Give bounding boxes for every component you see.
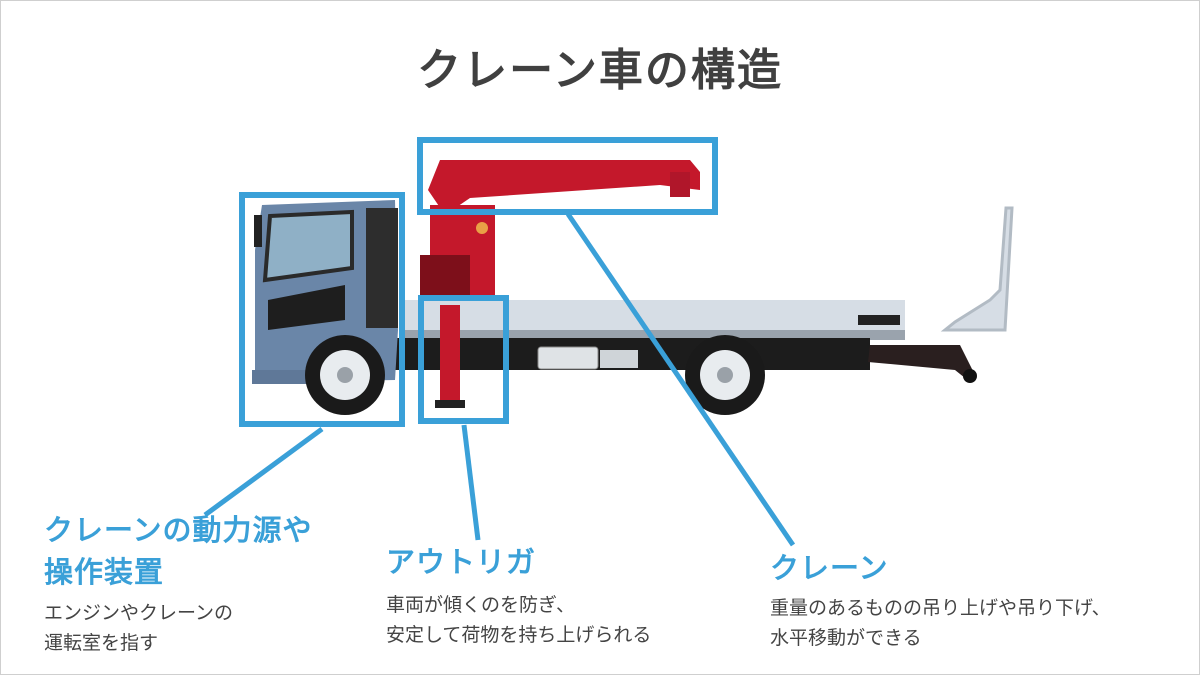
cab-callout-heading: クレーンの動力源や 操作装置 [44,509,313,593]
cab-heading-line-1: クレーンの動力源や [44,513,313,547]
bed-sign [858,315,900,325]
crane-desc-line-1: 重量のあるものの吊り上げや吊り下げ、 [770,597,1111,619]
outrigger-leg [440,305,460,400]
cab-side-panel [366,208,398,328]
cab-desc-line-1: エンジンやクレーンの [44,602,234,624]
cab-desc-line-2: 運転室を指す [44,632,159,654]
crane-callout-description: 重量のあるものの吊り上げや吊り下げ、 水平移動ができる [770,593,1111,653]
cab-window [262,209,354,283]
tow-arm [868,345,975,382]
outrigger-highlight-box [418,295,509,424]
outrigger-callout-heading: アウトリガ [386,541,536,583]
rear-wheel [685,335,765,415]
boom-tip [670,172,690,197]
toolbox [600,350,638,368]
rear-ramp [940,206,1014,332]
outrigger-connector-line [461,424,481,541]
crane-base [420,255,470,300]
crane-connector-line [565,212,796,547]
crane-indicator [476,222,488,234]
crane-desc-line-2: 水平移動ができる [770,627,922,649]
crane-boom [428,160,700,215]
crane-callout-heading: クレーン [770,547,889,589]
tow-wheel [963,369,977,383]
bumper [252,370,312,384]
loading-bed [400,300,905,330]
mirror [254,215,262,247]
page-title: クレーン車の構造 [417,45,783,96]
outrigger-desc-line-2: 安定して荷物を持ち上げられる [386,624,652,646]
boom-highlight-box [417,137,718,215]
cab-highlight-box [239,192,405,427]
outrigger-heading-line-1: アウトリガ [386,545,537,579]
crane-heading-line-1: クレーン [770,551,889,585]
cab-heading-line-2: 操作装置 [44,555,165,589]
front-wheel [305,335,385,415]
outrigger-desc-line-1: 車両が傾くのを防ぎ、 [386,594,576,616]
fuel-tank [537,346,599,370]
outrigger-callout-description: 車両が傾くのを防ぎ、 安定して荷物を持ち上げられる [386,590,651,650]
crane-truck-illustration [252,160,1014,415]
cab-callout-description: エンジンやクレーンの 運転室を指す [44,598,233,658]
outrigger-foot [435,400,465,408]
cab-connector-line [203,426,324,518]
cab-door-handle [268,285,345,330]
